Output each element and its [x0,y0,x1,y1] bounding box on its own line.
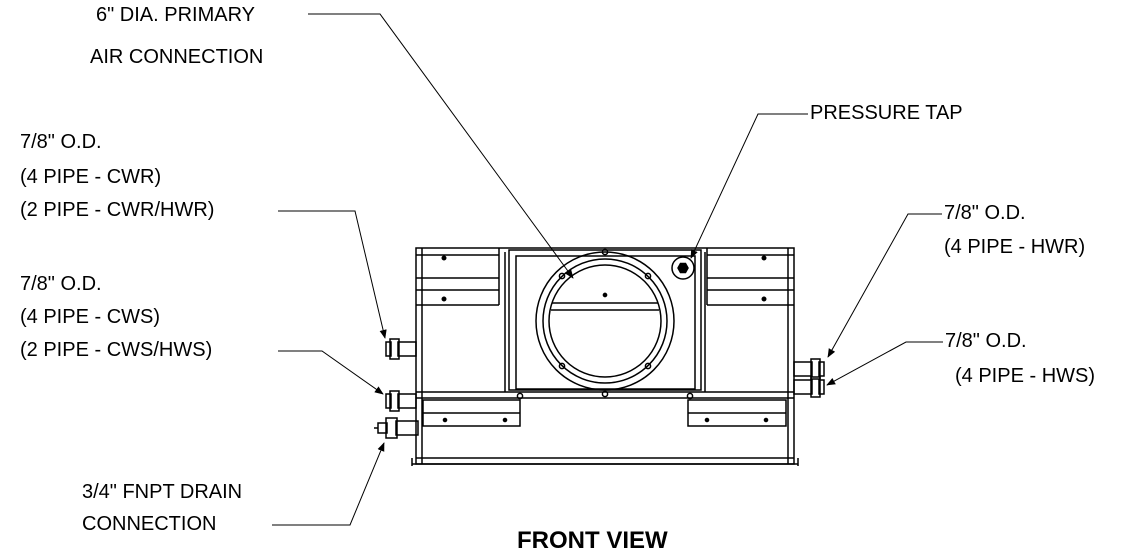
hwr-label-line2: (4 PIPE - HWR) [944,236,1086,258]
cws-label-line1: 7/8" O.D. [20,273,102,295]
right-pipe-stubs [794,359,824,397]
hwr-label-line1: 7/8" O.D. [944,202,1026,224]
cwr-label-line1: 7/8" O.D. [20,131,102,153]
cwr-label-line3: (2 PIPE - CWR/HWR) [20,199,215,221]
drain-label-line2: CONNECTION [82,513,217,535]
hws-label-line1: 7/8" O.D. [945,330,1027,352]
primary-air-label-line1: 6" DIA. PRIMARY [96,4,255,26]
unit-body [412,248,798,466]
leader-pressure-tap [691,114,808,259]
leader-hwr [827,214,942,358]
cws-label-line2: (4 PIPE - CWS) [20,306,161,328]
drain-label-line1: 3/4" FNPT DRAIN [82,481,243,503]
leader-hws [826,342,943,385]
view-title: FRONT VIEW [517,527,668,554]
fasteners [442,249,768,421]
leader-drain [272,442,384,525]
leader-primary-air [308,14,574,279]
hws-label-line2: (4 PIPE - HWS) [955,365,1096,387]
primary-air-collar [536,252,674,390]
leader-cws [278,351,384,395]
left-pipe-stubs [374,339,418,438]
leader-lines [272,14,943,525]
primary-air-label-line2: AIR CONNECTION [90,46,264,68]
pressure-tap-label: PRESSURE TAP [810,102,963,124]
cwr-label-line2: (4 PIPE - CWR) [20,166,162,188]
pressure-tap-fitting [672,257,694,279]
cws-label-line3: (2 PIPE - CWS/HWS) [20,339,213,361]
leader-cwr [278,211,387,339]
